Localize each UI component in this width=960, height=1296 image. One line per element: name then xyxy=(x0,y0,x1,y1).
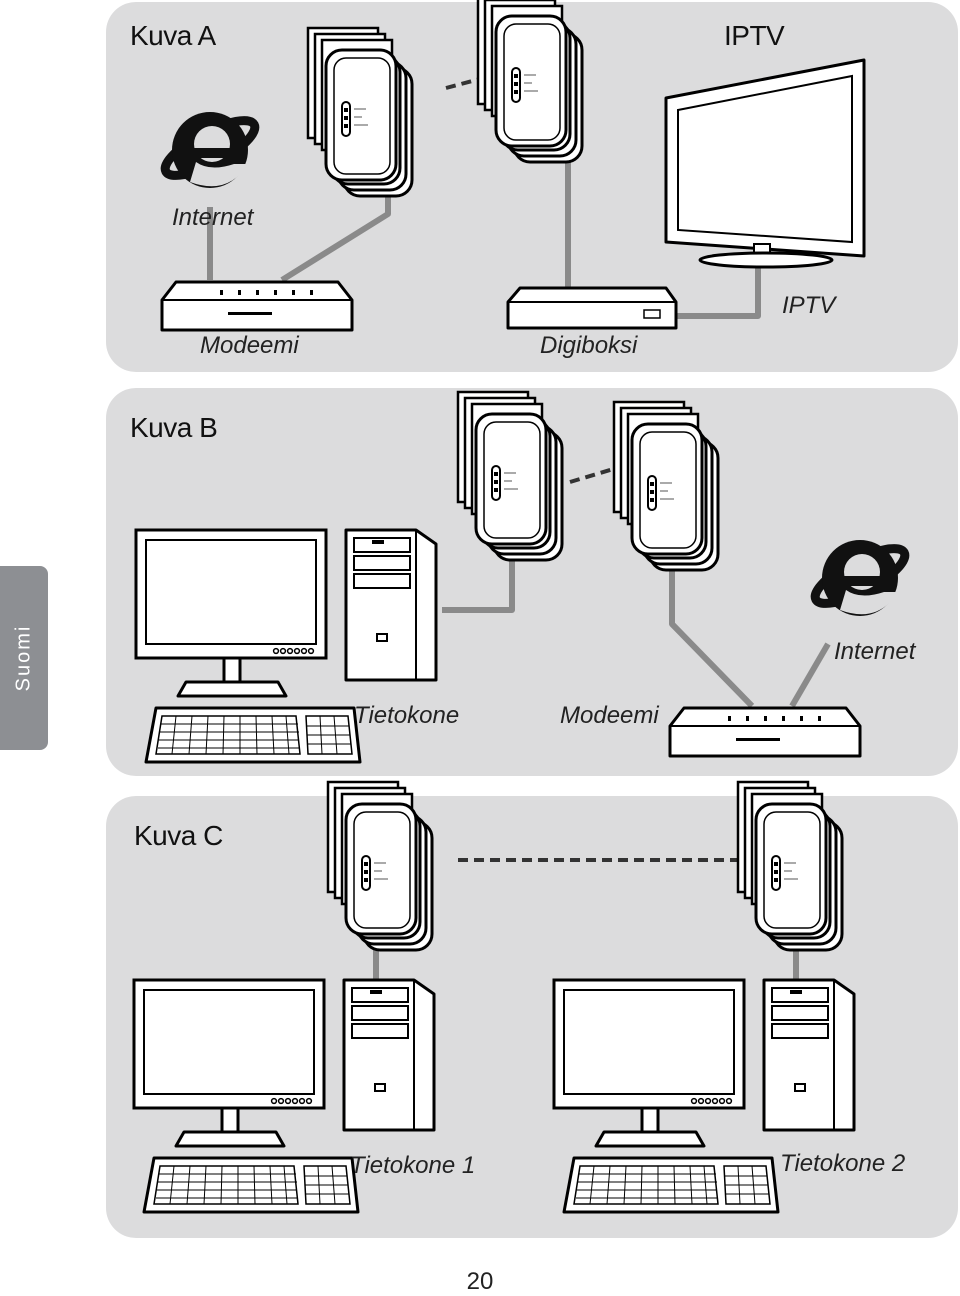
panel-b-title: Kuva B xyxy=(130,412,218,443)
panel-c-diagram xyxy=(132,780,856,1214)
computer1-label: Tietokone 1 xyxy=(350,1152,476,1179)
powerline-adapter-icon xyxy=(476,0,584,164)
cable-adapter-modem xyxy=(280,194,391,283)
iptv-label: IPTV xyxy=(782,292,836,319)
modem-label: Modeemi xyxy=(200,332,299,359)
powerline-adapter-icon xyxy=(612,400,720,572)
modem-icon xyxy=(160,280,354,332)
cable-computer-adapter xyxy=(442,538,515,613)
side-language-tab: Suomi xyxy=(0,566,48,750)
modem-label: Modeemi xyxy=(560,702,659,729)
panel-c-title: Kuva C xyxy=(134,820,223,851)
panel-a-title-right: IPTV xyxy=(724,20,785,51)
powerline-adapter-icon xyxy=(736,780,844,952)
internet-explorer-icon xyxy=(158,110,261,188)
set-top-box-icon xyxy=(506,286,678,330)
side-language-label: Suomi xyxy=(12,624,35,692)
panel-a-diagram xyxy=(106,0,866,332)
page-number: 20 xyxy=(466,1268,494,1295)
panel-a-title: Kuva A xyxy=(130,20,216,51)
stb-label: Digiboksi xyxy=(540,332,638,359)
tv-icon xyxy=(664,58,866,269)
computer-label: Tietokone xyxy=(354,702,460,729)
cable-modem-internet xyxy=(789,642,831,708)
internet-explorer-icon xyxy=(808,538,911,616)
panel-a: Kuva A IPTV Internet Modeemi Digiboksi I… xyxy=(106,0,958,372)
modem-icon xyxy=(668,706,862,758)
internet-label: Internet xyxy=(834,638,916,665)
panel-c: Kuva C Tietokone 1 Tietokone 2 xyxy=(106,780,958,1238)
panel-b: Kuva B Internet Tietokone Modeemi xyxy=(106,388,958,776)
internet-label: Internet xyxy=(172,204,254,231)
powerline-adapter-icon xyxy=(326,780,434,952)
computer2-label: Tietokone 2 xyxy=(780,1150,906,1177)
panel-b-diagram xyxy=(134,390,958,764)
cable-stb-tv xyxy=(676,256,761,319)
powerline-adapter-icon xyxy=(306,26,414,198)
powerline-adapter-icon xyxy=(456,390,564,562)
